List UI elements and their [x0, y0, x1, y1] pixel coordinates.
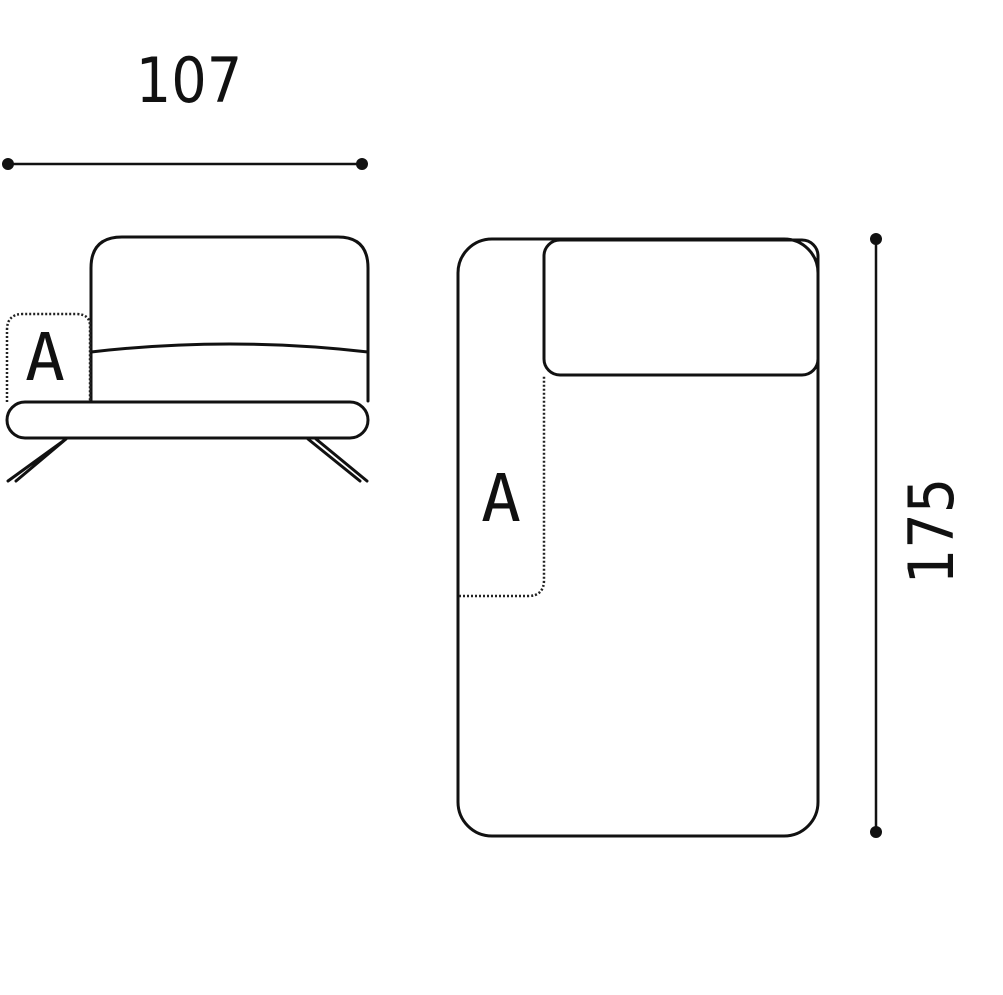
front-armrest-label: A — [25, 319, 65, 396]
depth-dimension: 175 — [870, 233, 968, 838]
front-base — [5, 400, 370, 440]
width-dimension-right-dot — [356, 158, 368, 170]
front-backrest — [89, 235, 370, 403]
depth-dimension-bottom-dot — [870, 826, 882, 838]
front-seat-cushion — [89, 342, 370, 354]
front-optional-armrest-outline — [5, 312, 92, 402]
top-plan-view: A — [456, 237, 820, 838]
width-dimension: 107 — [2, 44, 368, 170]
width-dimension-left-dot — [2, 158, 14, 170]
plan-optional-armrest-outline — [459, 375, 546, 598]
plan-backrest-cushion — [542, 238, 820, 377]
front-right-leg — [306, 437, 369, 483]
depth-value: 175 — [895, 478, 968, 584]
front-left-leg — [6, 437, 68, 483]
front-elevation-view: A — [5, 235, 370, 483]
plan-seat-outline — [456, 237, 820, 838]
depth-dimension-top-dot — [870, 233, 882, 245]
plan-armrest-label: A — [481, 460, 521, 537]
width-value: 107 — [136, 44, 242, 117]
